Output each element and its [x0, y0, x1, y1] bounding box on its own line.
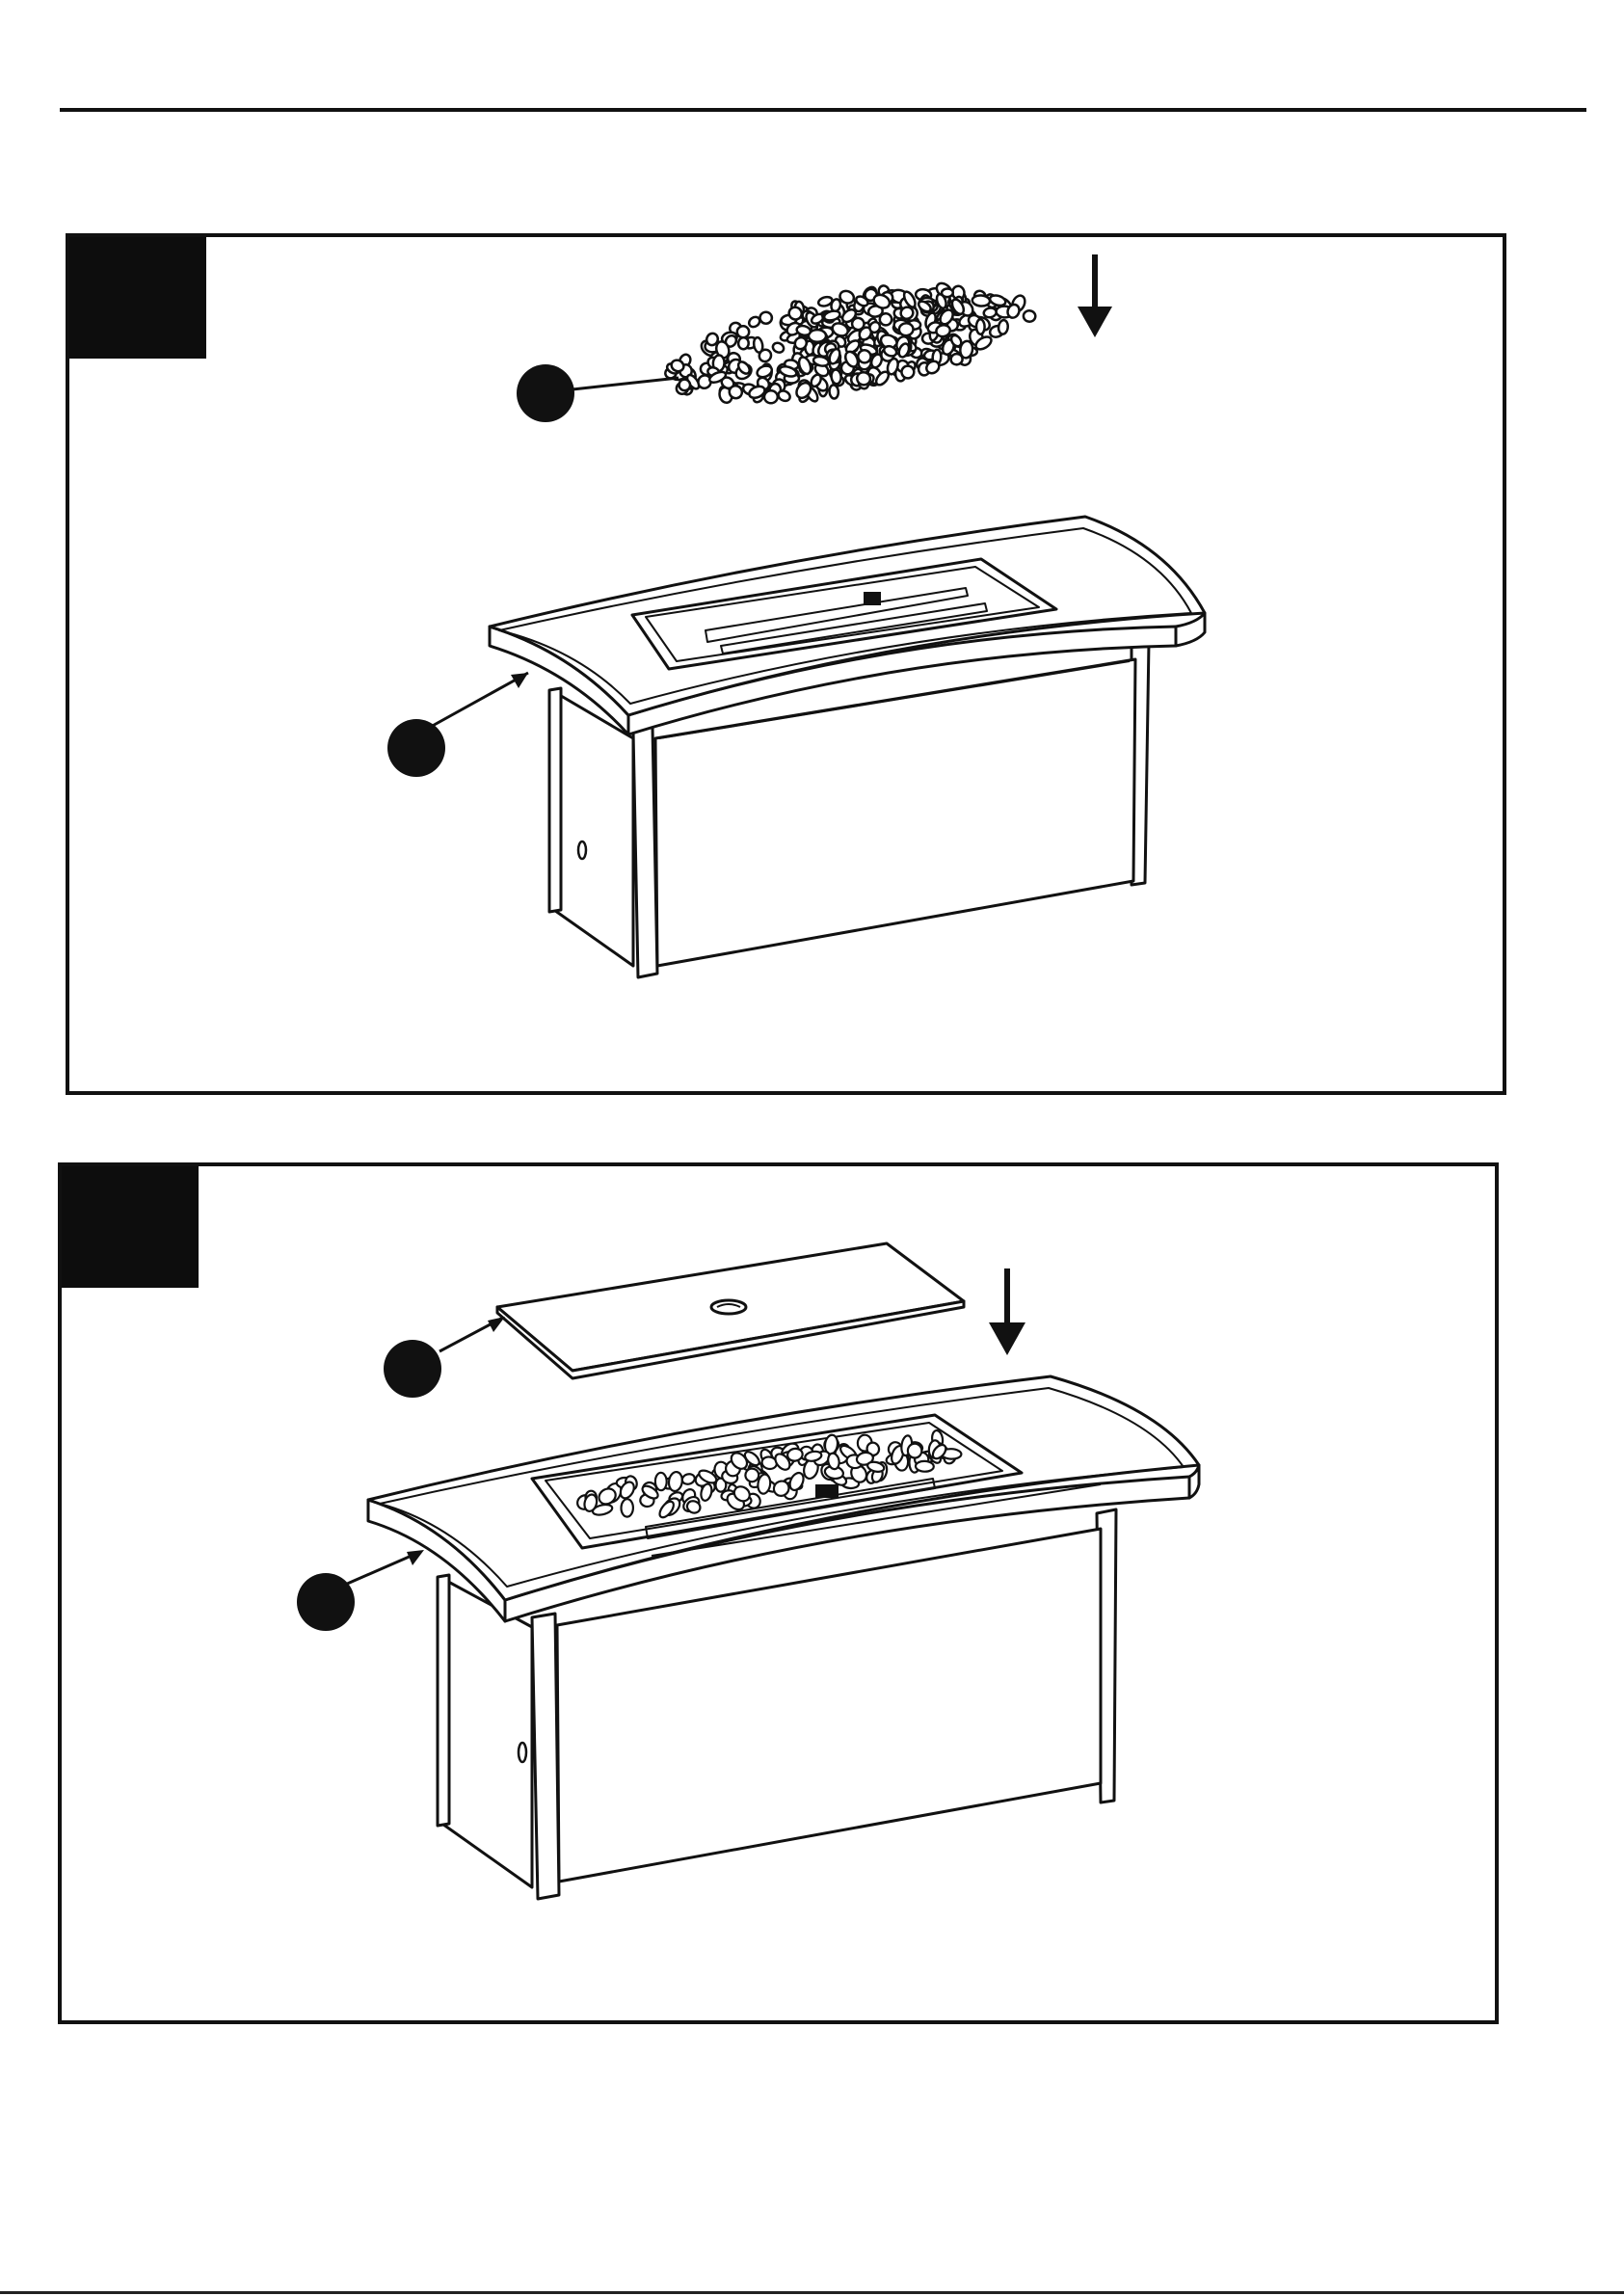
callout-arrowhead [488, 1317, 505, 1332]
lava-rock [655, 1473, 667, 1491]
lava-rock [759, 311, 772, 324]
lava-rock [976, 319, 985, 334]
part-callout-marker-icon [517, 364, 574, 422]
lava-rock [1023, 310, 1036, 323]
lava-rock [907, 1443, 922, 1458]
burner-lid [497, 1243, 964, 1378]
step-2-panel [58, 1162, 1499, 2024]
lava-rock [983, 307, 997, 319]
callout-arrowhead [407, 1550, 424, 1565]
step-1-illustration [69, 237, 1503, 1091]
lava-rock [829, 385, 839, 399]
rocks-callout-line [572, 378, 679, 389]
part-callout-marker-icon [297, 1573, 355, 1631]
down-arrow-icon [1078, 254, 1112, 337]
part-callout-marker-icon [384, 1340, 441, 1398]
lava-rock [737, 326, 750, 337]
lava-rock [744, 1468, 759, 1483]
lava-rock [771, 341, 785, 355]
lava-rocks-pile [664, 280, 1036, 404]
lava-rock [972, 295, 990, 307]
footer-rule [0, 2291, 1624, 2294]
part-callout-marker-icon [387, 719, 445, 777]
step-2-illustration [62, 1166, 1495, 2020]
table-callout-line [420, 673, 528, 733]
burner-valve [815, 1484, 839, 1498]
lava-rock [621, 1499, 633, 1517]
lava-rock [738, 337, 749, 350]
fire-table [490, 517, 1205, 977]
lava-rock [916, 1461, 934, 1472]
header-rule [60, 108, 1586, 112]
step-1-panel [66, 233, 1506, 1095]
lava-rock [935, 324, 950, 337]
lava-rock [831, 369, 841, 385]
lava-rock [998, 320, 1008, 335]
lava-rock [898, 323, 913, 336]
down-arrow-icon [989, 1268, 1025, 1355]
